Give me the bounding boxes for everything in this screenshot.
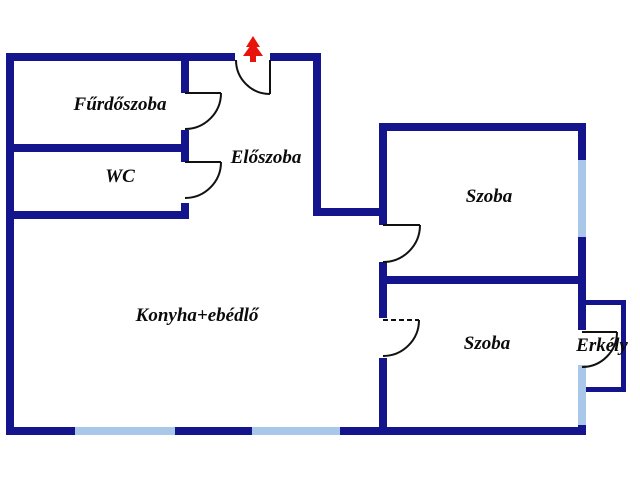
- door-arc: [184, 92, 222, 130]
- arrow-stem: [250, 54, 256, 62]
- room-label-kitchen-dining: Konyha+ebédlő: [135, 305, 259, 326]
- wall-segment: [6, 144, 189, 152]
- door-arc: [382, 224, 421, 263]
- wall-segment: [181, 130, 189, 162]
- wall-segment: [379, 123, 387, 225]
- room-label-balcony: Erkély: [576, 335, 628, 356]
- door-arc: [235, 59, 271, 95]
- balcony-wall: [586, 300, 626, 305]
- wall-segment: [181, 53, 189, 93]
- doors: [184, 59, 618, 368]
- window: [578, 160, 586, 237]
- room-label-room2: Szoba: [463, 333, 511, 354]
- wall-segment: [6, 211, 189, 219]
- wall-segment: [578, 123, 586, 160]
- arrow-bottom-triangle: [243, 42, 263, 56]
- window: [75, 427, 175, 435]
- door-arc: [382, 319, 420, 357]
- wall-segment: [175, 427, 252, 435]
- window: [252, 427, 340, 435]
- wall-segment: [379, 262, 387, 318]
- wall-segment: [379, 358, 387, 435]
- window: [578, 365, 586, 425]
- room-label-wc: WC: [105, 166, 135, 187]
- room-label-bathroom: Fűrdőszoba: [73, 94, 167, 115]
- wall-segment: [379, 276, 586, 284]
- door-arc: [184, 161, 222, 199]
- wall-segment: [313, 53, 321, 216]
- arrow-top-triangle: [246, 36, 260, 47]
- entrance-arrow-icon: [243, 36, 263, 62]
- wall-segment: [578, 425, 586, 435]
- walls: [6, 53, 626, 435]
- balcony-wall: [621, 300, 626, 392]
- room-label-room1: Szoba: [465, 186, 513, 207]
- wall-segment: [6, 53, 14, 435]
- wall-segment: [270, 53, 321, 61]
- room-label-hall: Előszoba: [230, 147, 302, 168]
- windows: [75, 160, 586, 435]
- wall-segment: [379, 123, 586, 131]
- wall-segment: [6, 53, 235, 61]
- balcony-wall: [586, 387, 626, 392]
- wall-segment: [6, 427, 75, 435]
- wall-segment: [340, 427, 586, 435]
- door-arc: [581, 331, 618, 368]
- wall-segment: [181, 203, 189, 219]
- wall-segment: [313, 208, 387, 216]
